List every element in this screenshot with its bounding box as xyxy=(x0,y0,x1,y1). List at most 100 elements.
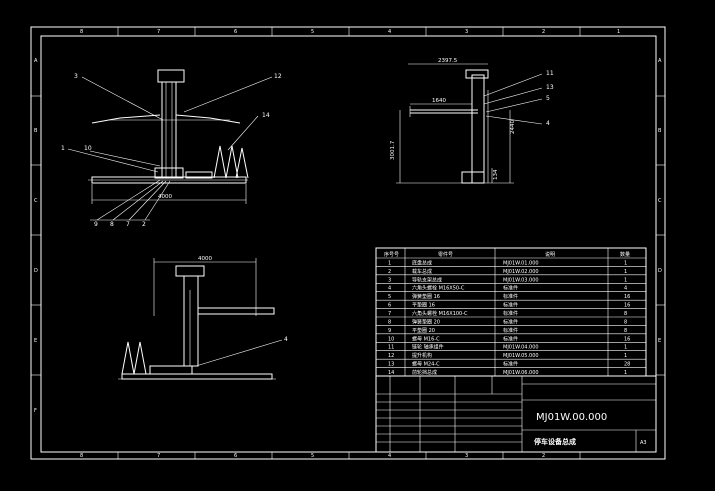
zone-ticks xyxy=(31,27,665,459)
bom-cell: 8 xyxy=(624,328,627,334)
bom-cell: 底盘总成 xyxy=(412,259,432,266)
bom-cell: 8 xyxy=(388,319,391,325)
col-mark: 8 xyxy=(80,453,83,459)
bom-cell: 平垫圈 16 xyxy=(412,302,435,309)
row-mark: A xyxy=(658,58,662,64)
sheet-size: A3 xyxy=(640,440,647,446)
side-right-dimension: 2440 xyxy=(510,120,516,134)
balloon: 7 xyxy=(126,221,130,228)
bom-cell: MJ01W.06.000 xyxy=(503,370,539,376)
bom-cell: 标准件 xyxy=(503,285,518,292)
side-inner-dimension: 1640 xyxy=(432,98,446,104)
bom-cell: 3 xyxy=(388,277,391,283)
bom-cell: 1 xyxy=(624,353,627,359)
front-view: 4000 3 12 14 1 10 9 8 7 2 xyxy=(61,69,282,228)
row-mark: C xyxy=(34,198,38,204)
outer-border xyxy=(30,26,666,460)
inner-border xyxy=(40,35,657,453)
zone-labels-bottom: 8 7 6 5 4 3 2 xyxy=(80,453,545,459)
col-mark: 6 xyxy=(234,453,237,459)
bom-cell: MJ01W.05.000 xyxy=(503,353,539,359)
col-mark: 3 xyxy=(465,29,468,35)
col-mark: 7 xyxy=(157,29,160,35)
balloon: 11 xyxy=(546,70,554,77)
bom-cell: 提升机构 xyxy=(412,352,432,359)
bom-cell: 链轮 轴承组件 xyxy=(412,344,444,351)
side-view: 2397.5 1640 3001.7 134 2440 11 13 5 4 xyxy=(390,58,554,184)
col-mark: 7 xyxy=(157,453,160,459)
bom-cell: 1 xyxy=(624,277,627,283)
bom-cell: 六角头螺栓 M16X100-C xyxy=(412,310,468,317)
row-mark: B xyxy=(34,128,38,134)
bom-cell: 弹簧垫圈 20 xyxy=(412,318,440,325)
bom-cell: 标准件 xyxy=(503,327,518,334)
bom-cell: 标准件 xyxy=(503,293,518,300)
bom-cell: 13 xyxy=(388,362,394,368)
bom-cell: 1 xyxy=(624,370,627,376)
bom-cell: 载车总成 xyxy=(412,268,432,275)
side-total-dimension: 2397.5 xyxy=(438,58,458,64)
bom-cell: 螺母 M16-C xyxy=(412,335,440,342)
bom-cell: MJ01W.02.000 xyxy=(503,269,539,275)
bom-table: 序号号 零件号 说明 数量 1 底盘总成 MJ01W.01.000 1 2 载车总成 MJ0… xyxy=(375,247,647,377)
row-mark: B xyxy=(658,128,662,134)
bom-cell: 4 xyxy=(388,286,391,292)
bom-cell: 弹簧垫圈 16 xyxy=(412,293,440,300)
bom-cell: 2 xyxy=(388,269,391,275)
bom-cell: 平垫圈 20 xyxy=(412,327,435,334)
bom-cell: 标准件 xyxy=(503,302,518,309)
bom-cell: 8 xyxy=(624,311,627,317)
side-height-dimension: 3001.7 xyxy=(390,140,396,160)
bom-cell: 六角头螺栓 M16X50-C xyxy=(412,285,465,292)
bom-cell: 1 xyxy=(624,345,627,351)
drawing-title: 停车设备总成 xyxy=(534,437,576,446)
bom-cell: MJ01W.03.000 xyxy=(503,277,539,283)
col-mark: 8 xyxy=(80,29,83,35)
zone-labels-top: 8 7 6 5 4 3 2 1 xyxy=(80,29,620,35)
bom-cell: 标准件 xyxy=(503,310,518,317)
col-mark: 5 xyxy=(311,29,314,35)
bom-cell: MJ01W.04.000 xyxy=(503,345,539,351)
col-mark: 2 xyxy=(542,453,545,459)
bom-cell: 5 xyxy=(388,294,391,300)
balloon: 10 xyxy=(84,145,92,152)
col-mark: 4 xyxy=(388,453,391,459)
balloon: 2 xyxy=(142,221,146,228)
bom-cell: 16 xyxy=(624,336,630,342)
balloon: 4 xyxy=(546,120,550,127)
bom-cell: 7 xyxy=(388,311,391,317)
row-mark: D xyxy=(34,268,38,274)
bom-header: 序号号 xyxy=(384,251,399,258)
balloon: 1 xyxy=(61,145,65,152)
lower-view: 4000 4 xyxy=(118,256,288,380)
bom-cell: 14 xyxy=(388,370,394,376)
bom-cell: 16 xyxy=(624,303,630,309)
title-block: MJ01W.00.000 停车设备总成 A3 xyxy=(375,375,657,453)
bom-cell: 前轮挡总成 xyxy=(412,369,437,376)
balloon: 14 xyxy=(262,112,270,119)
side-small-dimension: 134 xyxy=(493,169,499,180)
bom-header: 数量 xyxy=(620,251,630,258)
col-mark: 4 xyxy=(388,29,391,35)
zone-labels-right: A B C D E xyxy=(658,58,662,344)
bom-cell: 1 xyxy=(388,260,391,266)
bom-cell: MJ01W.01.000 xyxy=(503,260,539,266)
bom-cell: 4 xyxy=(624,286,627,292)
bom-header: 说明 xyxy=(545,251,555,258)
bom-cell: 11 xyxy=(388,345,394,351)
bom-header: 零件号 xyxy=(438,251,453,258)
row-mark: F xyxy=(34,408,37,414)
drawing-number: MJ01W.00.000 xyxy=(536,412,607,423)
bom-cell: 导轨支架总成 xyxy=(412,276,442,283)
row-mark: A xyxy=(34,58,38,64)
balloon: 5 xyxy=(546,95,550,102)
bom-cell: 6 xyxy=(388,303,391,309)
lower-width-dimension: 4000 xyxy=(198,256,212,262)
row-mark: C xyxy=(658,198,662,204)
balloon: 4 xyxy=(284,336,288,343)
col-mark: 5 xyxy=(311,453,314,459)
bom-cell: 10 xyxy=(388,336,394,342)
zone-labels-left: A B C D E F xyxy=(34,58,38,414)
bom-cell: 28 xyxy=(624,362,630,368)
